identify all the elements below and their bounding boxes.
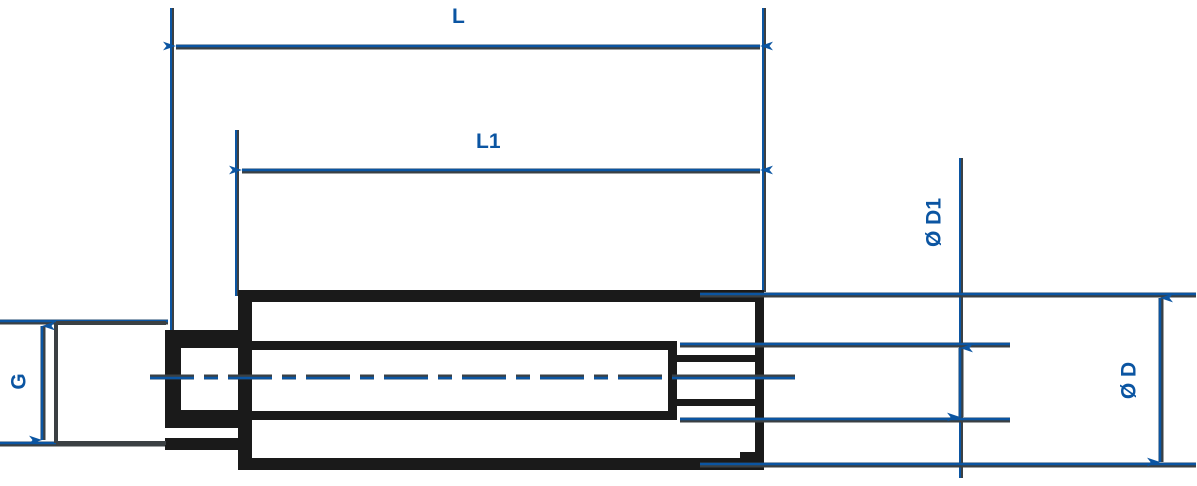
projection-lines <box>680 292 1196 468</box>
dimension-label-G: G <box>7 373 31 390</box>
dimension-line-L1 <box>229 165 773 175</box>
bore-right-wall <box>668 341 677 420</box>
bore-bottom-wall <box>252 411 676 420</box>
body-left-wall <box>238 290 252 470</box>
body-chamfer-notch <box>740 452 757 461</box>
bore-step-lower <box>676 399 756 406</box>
shank-top-wall <box>165 330 239 348</box>
dimension-line-L <box>163 41 773 51</box>
body-bottom-wall <box>238 458 763 470</box>
dimension-label-diameter-D: Ø D <box>1117 361 1141 400</box>
centerline <box>150 374 795 380</box>
dimension-line-diameter-D1 <box>947 343 973 422</box>
bore-step-upper <box>676 355 756 362</box>
shank-skirt-corner <box>165 440 177 450</box>
bore-top-wall <box>252 341 676 350</box>
part-geometry <box>54 290 795 470</box>
dimension-line-diameter-D <box>1147 293 1173 467</box>
dimension-label-diameter-D1: Ø D1 <box>922 198 946 248</box>
shank-skirt <box>165 438 239 450</box>
body-top-wall <box>238 290 763 302</box>
thread-stub <box>54 321 166 445</box>
dimension-label-L: L <box>452 5 465 28</box>
body-right-wall <box>755 290 764 470</box>
extension-lines <box>170 8 963 478</box>
shank-bottom-wall <box>165 410 239 428</box>
dimension-label-L1: L1 <box>476 130 501 153</box>
